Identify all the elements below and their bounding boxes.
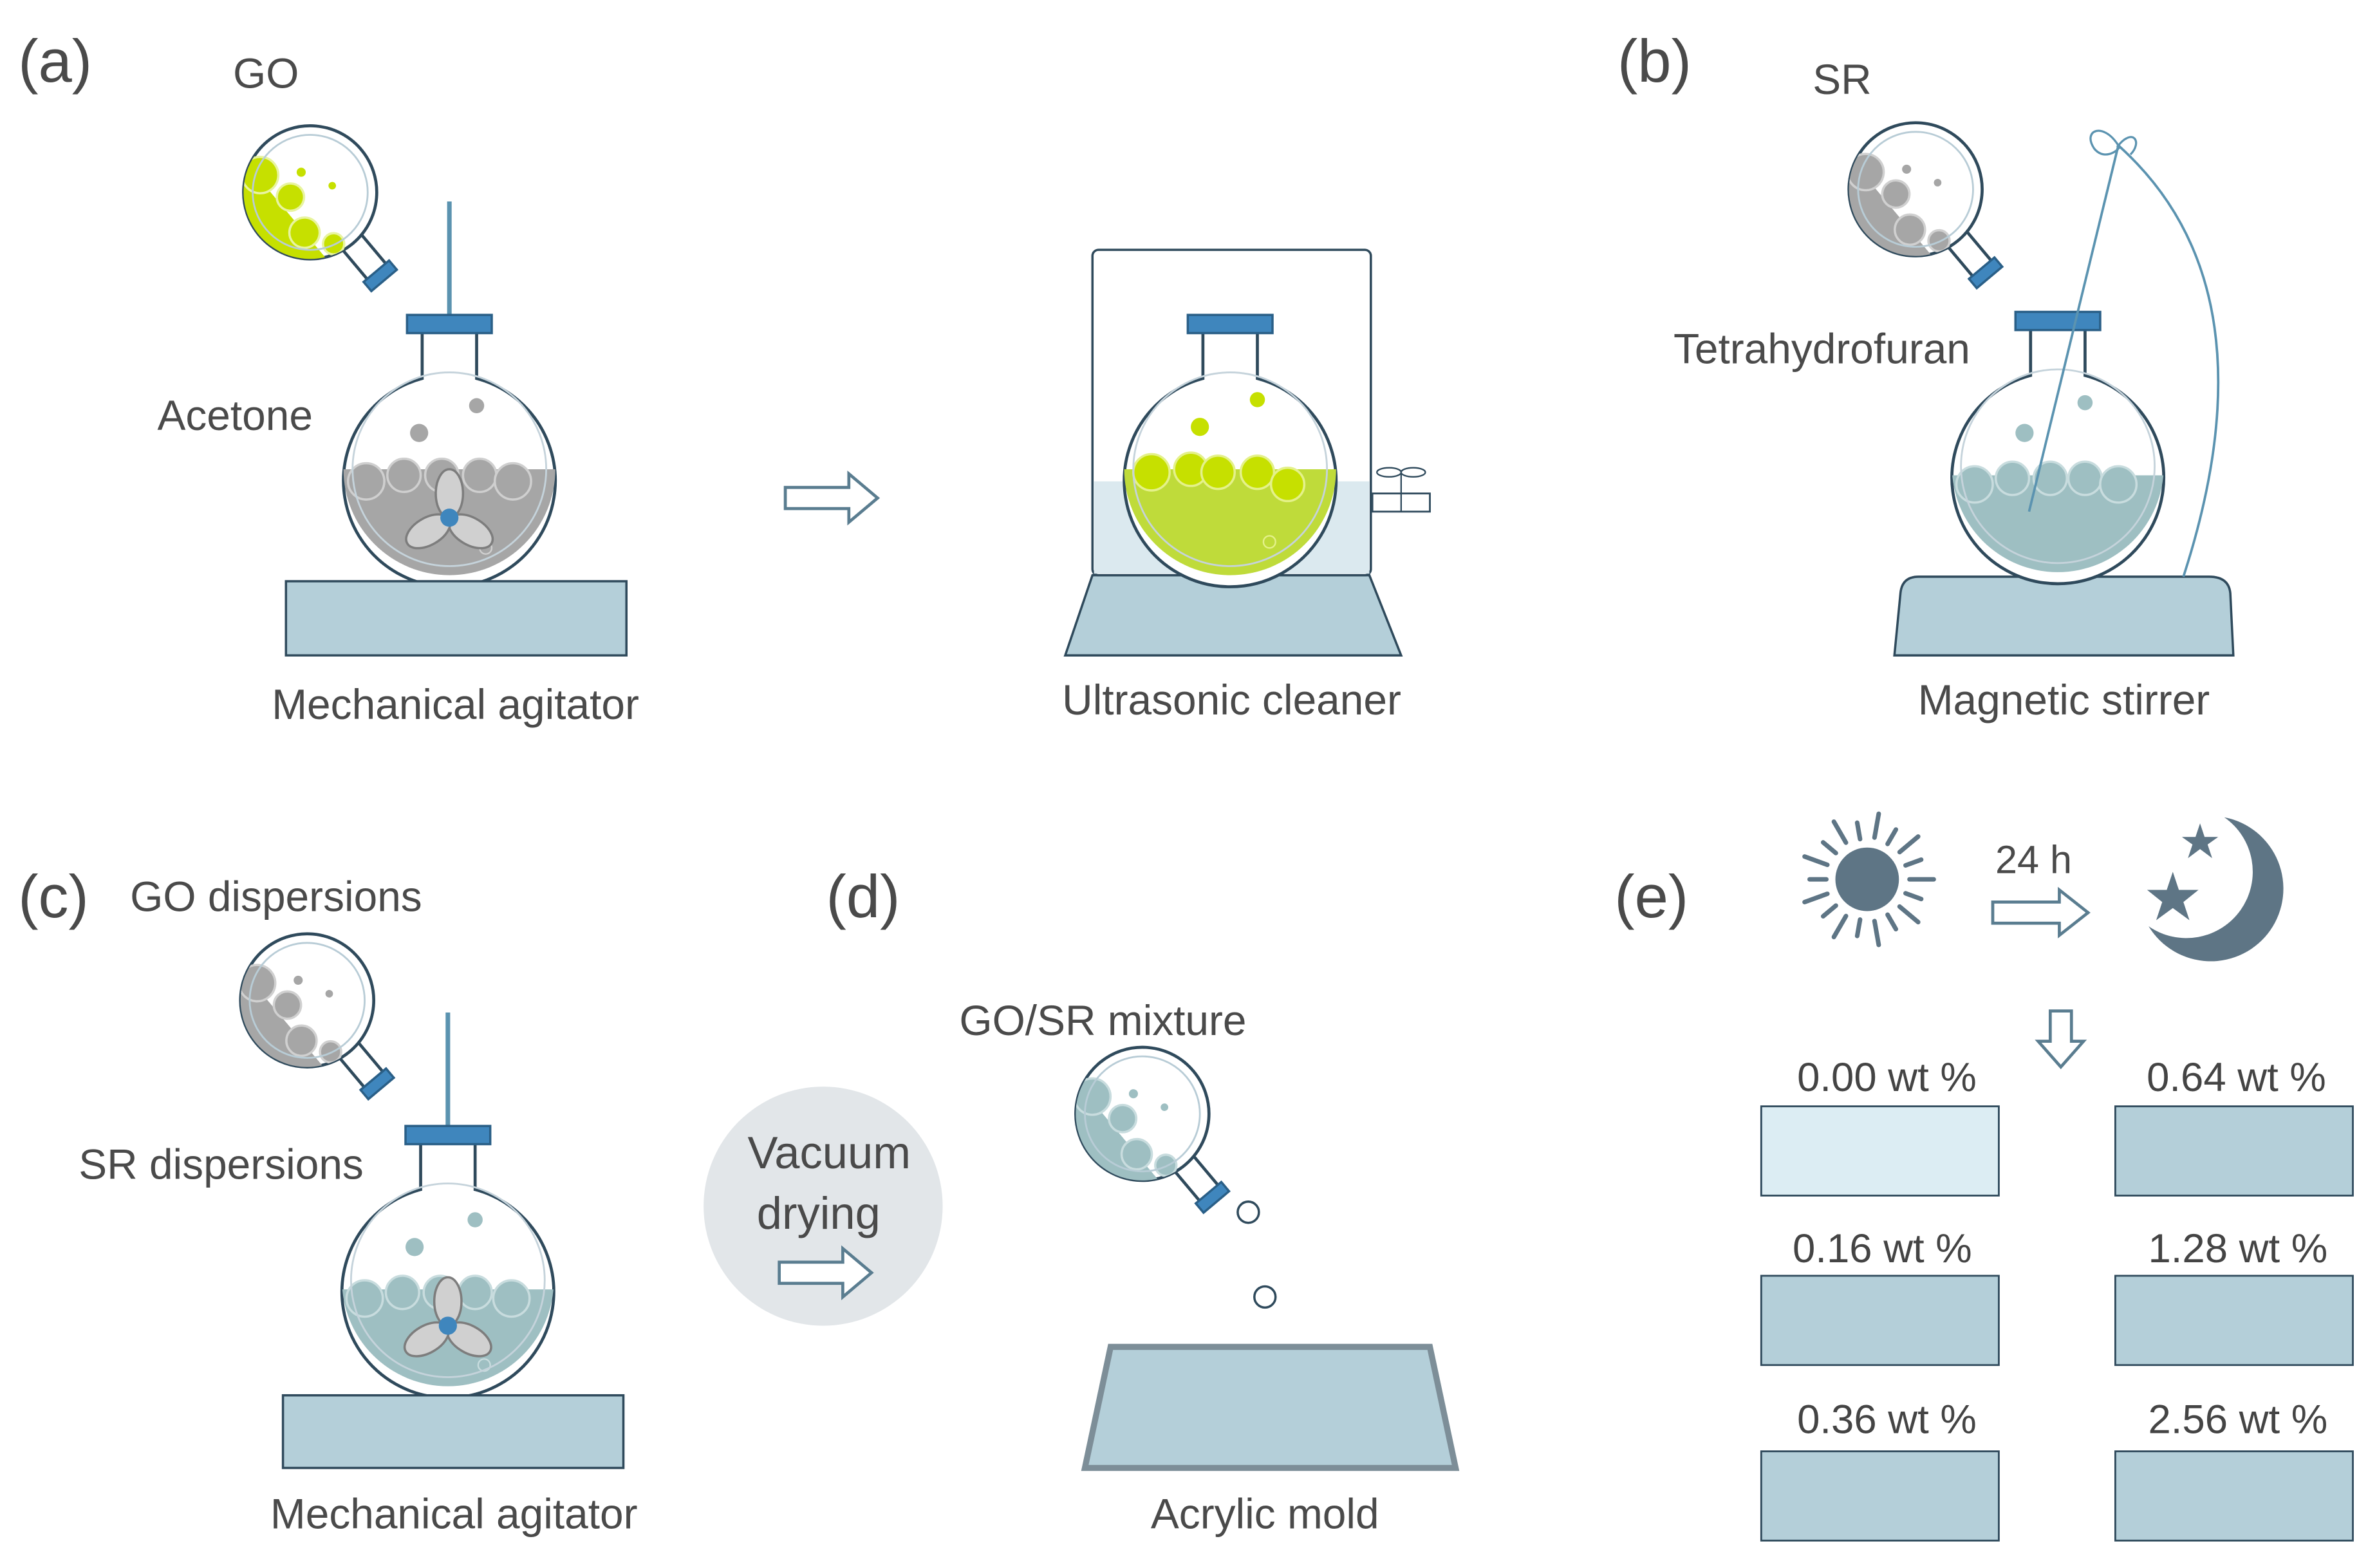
panel-b: (b) SR (1618, 27, 2235, 723)
mixture-label: GO/SR mixture (959, 996, 1246, 1044)
solvent-label-thf: Tetrahydrofuran (1673, 324, 1970, 372)
sun-ray (1831, 819, 1849, 845)
sample-label: 0.16 wt % (1793, 1226, 1972, 1271)
step-label-vacuum: Vacuum (748, 1127, 911, 1178)
sample-5: 2.56 wt % (2114, 1397, 2354, 1542)
device-label-agitator-a: Mechanical agitator (272, 680, 639, 728)
hollow-arrow-down-icon (2035, 1009, 2087, 1070)
reagent-label-sr: SR (1813, 55, 1871, 103)
device-label-ultrasonic: Ultrasonic cleaner (1062, 676, 1401, 723)
sample-swatch (2114, 1274, 2354, 1367)
solvent-label-sr-dispersions: SR dispersions (79, 1141, 364, 1188)
sample-label: 0.64 wt % (2147, 1055, 2326, 1100)
duration-label: 24 h (1995, 838, 2072, 882)
sun-ray (1897, 834, 1921, 855)
hollow-arrow-icon (1991, 886, 2091, 938)
sun-ray (1802, 854, 1830, 868)
flask-sr-dispersion-icon (340, 1125, 555, 1399)
panel-label-a: (a) (18, 27, 92, 95)
propeller-icon (405, 468, 494, 550)
moon-stars-icon (2147, 817, 2284, 962)
sun-ray (1885, 827, 1899, 846)
sun-ray (1872, 919, 1881, 947)
panel-label-b: (b) (1618, 27, 1692, 95)
go-dispersion-flask-icon (213, 932, 396, 1101)
sun-ray (1903, 857, 1924, 868)
sample-label: 0.00 wt % (1797, 1055, 1977, 1100)
panel-a: (a) GO (18, 27, 1431, 728)
panel-label-c: (c) (18, 863, 89, 930)
flask-acetone-icon (342, 313, 557, 588)
droplet (1236, 1200, 1260, 1224)
hollow-arrow-icon (783, 471, 881, 526)
reagent-label-go-dispersions: GO dispersions (130, 872, 422, 920)
magnetic-stirrer-base (1893, 575, 2235, 657)
sun-ray (1802, 891, 1830, 905)
sr-pour-flask-icon (1822, 121, 2004, 290)
sun-ray (1820, 903, 1838, 919)
sun-ray (1903, 891, 1924, 902)
sample-label: 1.28 wt % (2148, 1226, 2327, 1271)
agitator-base-c (281, 1394, 625, 1470)
panel-e: (e) 24 h 0.00 wt % 0.16 wt % 0. (1614, 811, 2354, 1542)
panel-label-d: (d) (826, 863, 900, 930)
sample-swatch (2114, 1105, 2354, 1197)
hollow-arrow-icon (778, 1245, 874, 1300)
device-label-agitator-c: Mechanical agitator (270, 1490, 638, 1538)
panel-c: (c) GO dispersions (18, 863, 637, 1538)
sun-ray (1820, 840, 1838, 855)
sample-3: 0.64 wt % (2114, 1055, 2354, 1197)
acrylic-mold (1081, 1343, 1460, 1471)
sample-swatch (1760, 1105, 2000, 1197)
droplet (1253, 1285, 1277, 1309)
reagent-label-go: GO (233, 50, 299, 97)
ultrasonic-cleaner (1063, 248, 1431, 657)
sample-2: 0.36 wt % (1760, 1397, 2000, 1542)
sun-ray (1885, 912, 1899, 931)
step-label-drying: drying (757, 1188, 881, 1238)
panel-label-e: (e) (1614, 863, 1688, 930)
propeller-icon (403, 1276, 492, 1358)
vacuum-drying-disc (704, 1087, 943, 1326)
sun-ray (1854, 820, 1863, 842)
device-label-mold: Acrylic mold (1151, 1490, 1379, 1538)
sample-swatch (1760, 1450, 2000, 1542)
sun-ray (1831, 913, 1849, 940)
flask-thf-icon (1950, 310, 2165, 586)
sample-1: 0.16 wt % (1760, 1226, 2000, 1367)
go-pour-flask-icon (216, 124, 399, 293)
sample-label: 2.56 wt % (2148, 1397, 2327, 1442)
sample-grid: 0.00 wt % 0.16 wt % 0.36 wt % 0.64 wt % … (1760, 1055, 2354, 1542)
solvent-label-acetone: Acetone (157, 391, 313, 439)
sample-4: 1.28 wt % (2114, 1226, 2354, 1367)
sun-ray (1897, 904, 1921, 925)
device-label-magnetic: Magnetic stirrer (1918, 676, 2210, 723)
agitator-base (284, 580, 628, 657)
panel-d: (d) Vacuum drying GO/SR mixture Acrylic (704, 863, 1460, 1538)
sample-swatch (2114, 1450, 2354, 1542)
sun-ray (1872, 811, 1881, 840)
sample-swatch (1760, 1274, 2000, 1367)
sample-0: 0.00 wt % (1760, 1055, 2000, 1197)
sample-label: 0.36 wt % (1797, 1397, 1977, 1442)
sun-icon (1802, 811, 1936, 947)
sun-ray (1854, 917, 1863, 938)
